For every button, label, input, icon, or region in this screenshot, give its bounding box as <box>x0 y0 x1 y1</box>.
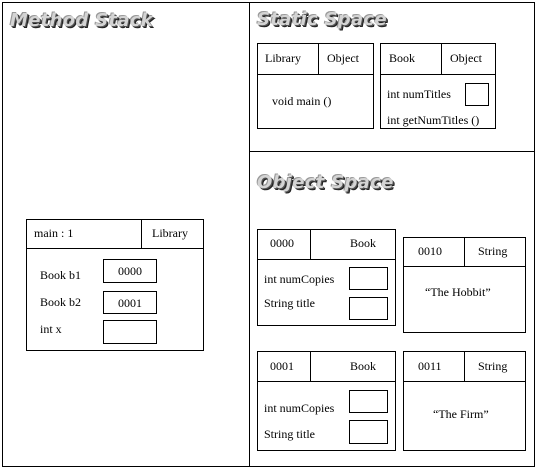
horizontal-divider <box>249 151 535 152</box>
static-library-parent: Object <box>327 51 359 65</box>
var-value-b2-text: 0001 <box>118 295 142 310</box>
var-label-x: int x <box>40 322 62 336</box>
static-book-header-line <box>380 74 496 75</box>
object-0000-title-slot <box>349 297 388 320</box>
stack-frame-header-divider <box>141 219 142 249</box>
object-0001-field-numcopies: int numCopies <box>264 401 335 415</box>
static-space-heading: Static Space <box>257 9 387 30</box>
object-0001-type: Book <box>350 359 377 373</box>
object-0000-header-divider <box>310 229 311 260</box>
stack-frame-label: main : 1 <box>34 226 74 240</box>
object-0000-header-line <box>257 259 396 260</box>
object-0010-header-divider <box>464 237 465 267</box>
object-space-heading: Object Space <box>257 172 394 193</box>
static-book-header-divider <box>441 43 442 75</box>
static-book-member-method: int getNumTitles () <box>387 113 480 127</box>
object-0010-type: String <box>478 244 508 258</box>
static-library-member: void main () <box>272 94 332 108</box>
object-0000-numcopies-slot <box>349 267 388 290</box>
object-0011-type: String <box>478 359 508 373</box>
object-0011-header-divider <box>464 351 465 382</box>
method-stack-heading: Method Stack <box>10 10 154 31</box>
var-label-b1: Book b1 <box>40 268 82 282</box>
static-book-parent: Object <box>450 51 482 65</box>
object-0001-title-slot <box>349 420 388 444</box>
var-value-b1: 0000 <box>103 259 157 283</box>
object-0001-field-title: String title <box>264 427 315 441</box>
stack-frame-class: Library <box>152 226 188 240</box>
static-class-library <box>257 43 374 129</box>
object-0010-value: “The Hobbit” <box>425 285 491 299</box>
static-book-numtitles-slot <box>465 83 489 106</box>
object-0001-header-divider <box>310 351 311 382</box>
vertical-divider <box>249 2 250 467</box>
var-value-b1-text: 0000 <box>118 264 142 278</box>
object-0001-addr: 0001 <box>270 359 294 373</box>
var-value-x <box>103 320 157 344</box>
object-0000-addr: 0000 <box>270 236 294 250</box>
object-0001-header-line <box>257 381 396 382</box>
object-0010-addr: 0010 <box>418 244 442 258</box>
static-library-header-line <box>257 74 374 75</box>
object-0000-type: Book <box>350 236 377 250</box>
static-library-header-divider <box>318 43 319 75</box>
static-book-name: Book <box>389 51 416 65</box>
object-0000-field-numcopies: int numCopies <box>264 272 335 286</box>
static-library-name: Library <box>265 51 301 65</box>
object-0001-numcopies-slot <box>349 390 388 413</box>
static-book-member-field: int numTitles <box>387 87 451 101</box>
var-value-b2: 0001 <box>103 291 157 314</box>
object-0000-field-title: String title <box>264 296 315 310</box>
var-label-b2: Book b2 <box>40 295 82 309</box>
stack-frame-header-line <box>26 248 204 249</box>
object-0011-addr: 0011 <box>418 359 442 373</box>
object-0011-value: “The Firm” <box>433 407 489 421</box>
